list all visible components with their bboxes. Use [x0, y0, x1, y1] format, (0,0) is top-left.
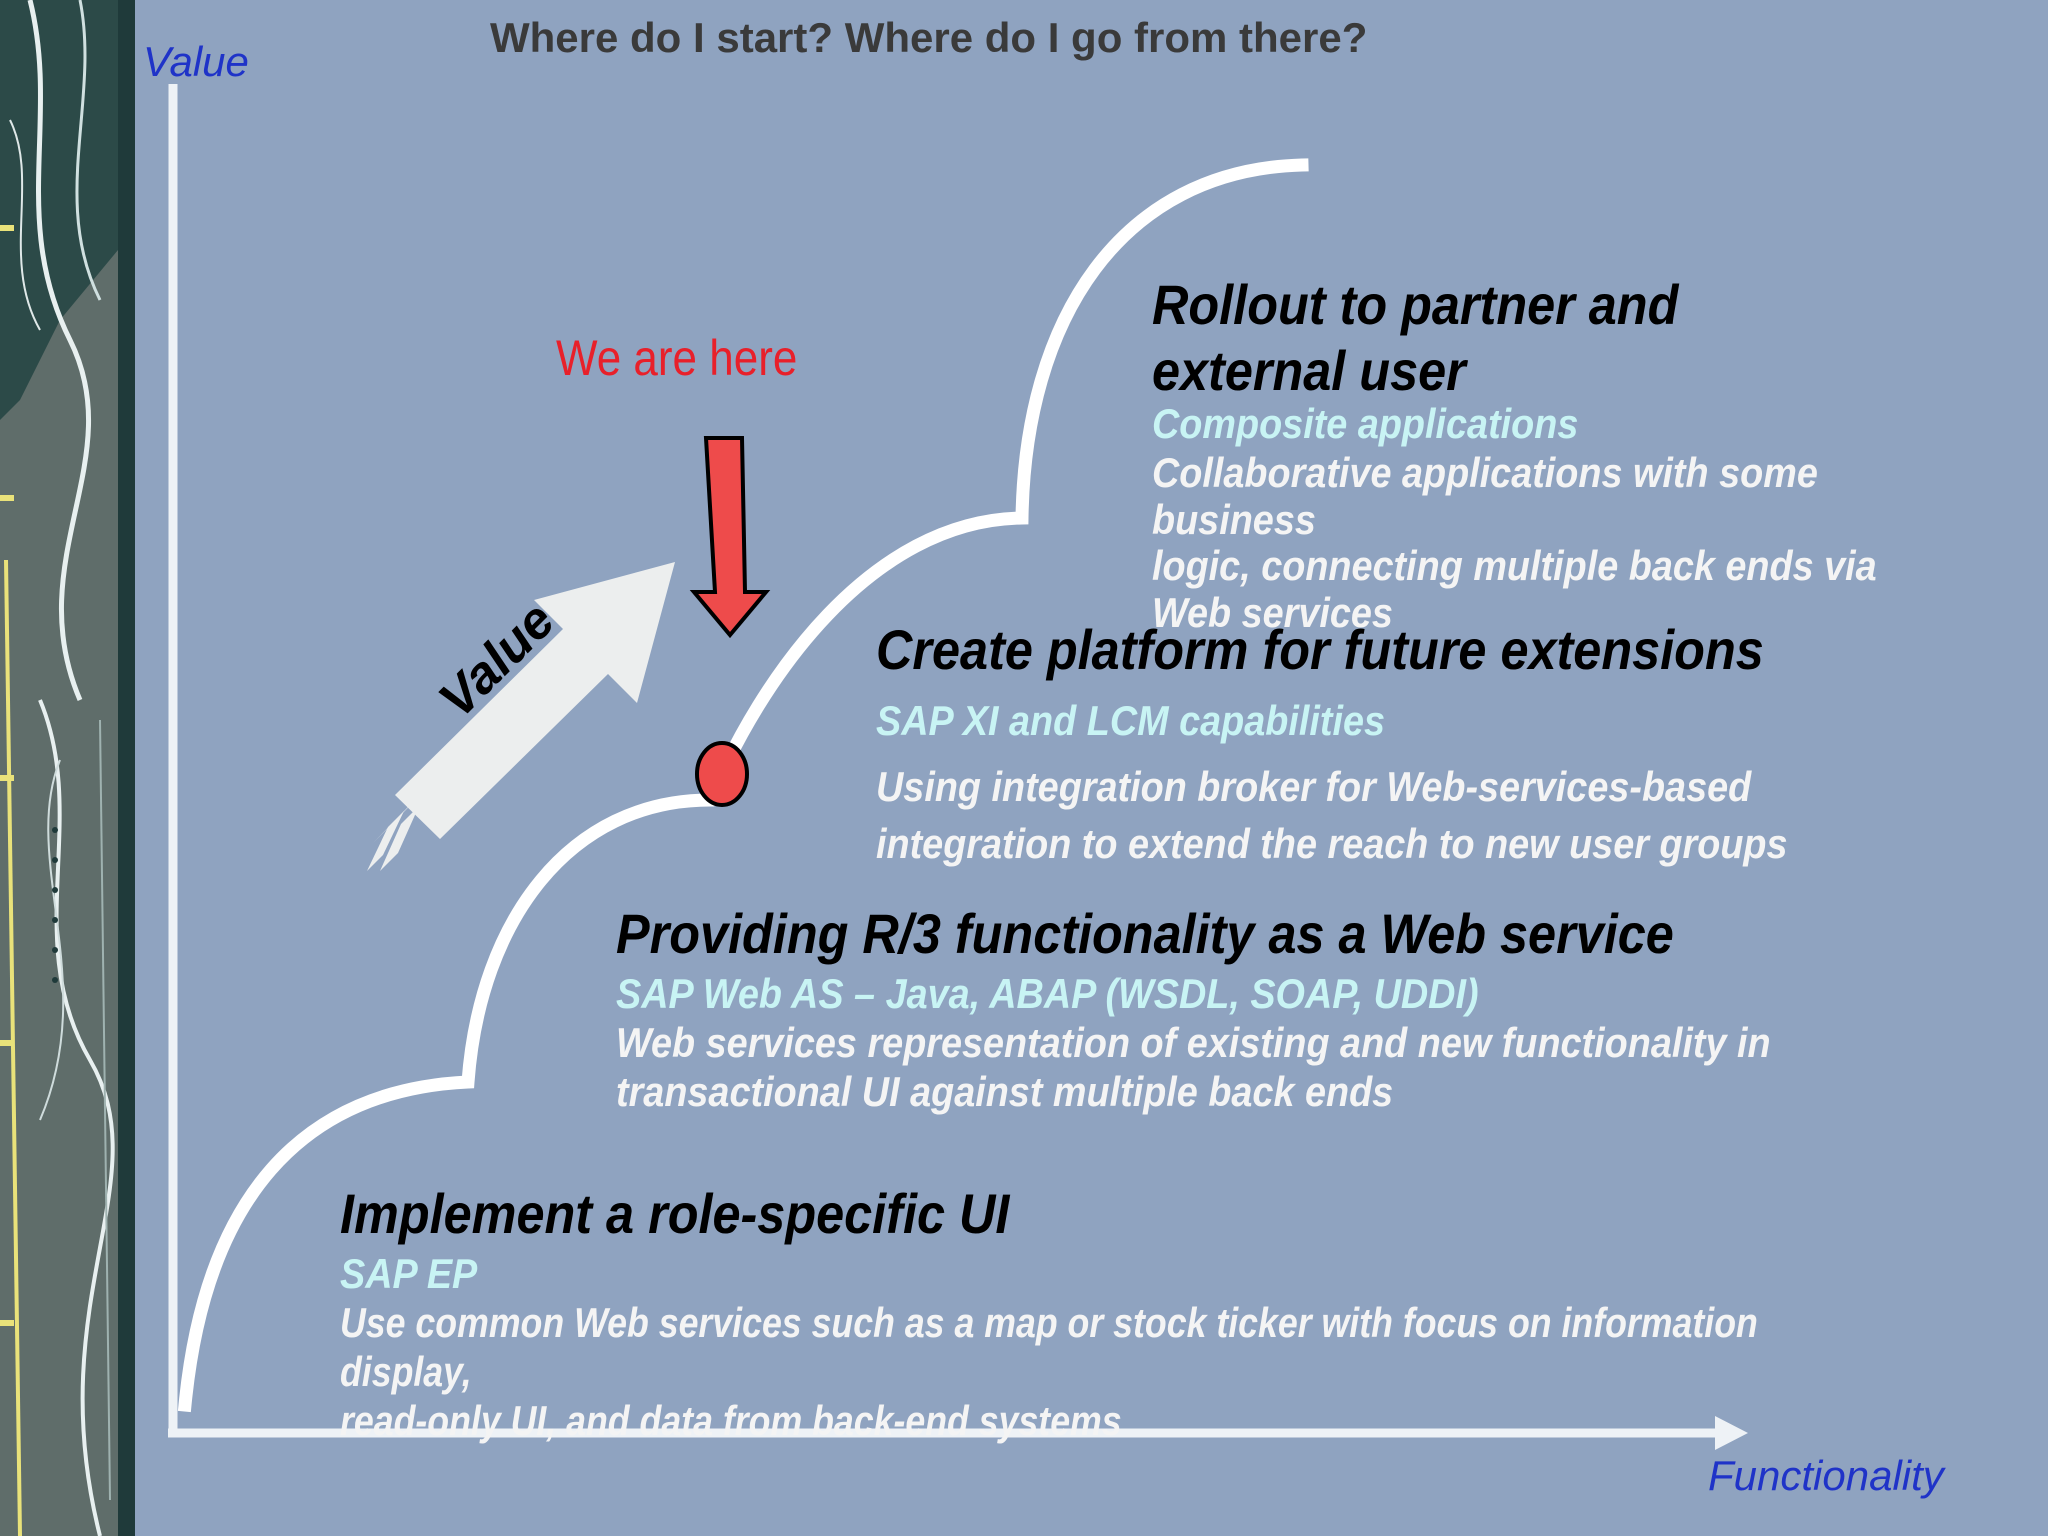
step-ui-heading: Implement a role-specific UI — [340, 1182, 1010, 1245]
step-rollout-heading: Rollout to partner and external user — [1152, 273, 1679, 402]
down-arrow-icon — [689, 436, 771, 639]
decorative-side-strip — [0, 0, 135, 1536]
x-axis-arrowhead — [1715, 1416, 1748, 1450]
step-rollout-description: Collaborative applications with some bus… — [1152, 449, 1877, 636]
we-are-here-dot — [695, 741, 749, 807]
x-axis-label: Functionality — [1708, 1452, 1944, 1499]
step-webservice-heading: Providing R/3 functionality as a Web ser… — [616, 902, 1674, 965]
we-are-here-label: We are here — [556, 330, 798, 386]
y-axis-label: Value — [143, 38, 249, 85]
step-platform-description: Using integration broker for Web-service… — [876, 763, 1788, 868]
step-rollout-subheading: Composite applications — [1152, 400, 1579, 447]
step-webservice-description: Web services representation of existing … — [616, 1019, 1771, 1116]
value-arrow — [367, 562, 675, 871]
step-platform-heading: Create platform for future extensions — [876, 618, 1764, 681]
slide-title: Where do I start? Where do I go from the… — [490, 14, 1368, 61]
value-arrow-shape — [395, 562, 675, 839]
step-webservice-subheading: SAP Web AS – Java, ABAP (WSDL, SOAP, UDD… — [616, 970, 1479, 1017]
step-ui-description: Use common Web services such as a map or… — [340, 1299, 1758, 1445]
step-ui-subheading: SAP EP — [340, 1250, 478, 1297]
step-platform-subheading: SAP XI and LCM capabilities — [876, 697, 1386, 744]
value-arrow-tail-stripe — [380, 806, 419, 871]
value-arrow-tail-stripe — [367, 811, 404, 871]
